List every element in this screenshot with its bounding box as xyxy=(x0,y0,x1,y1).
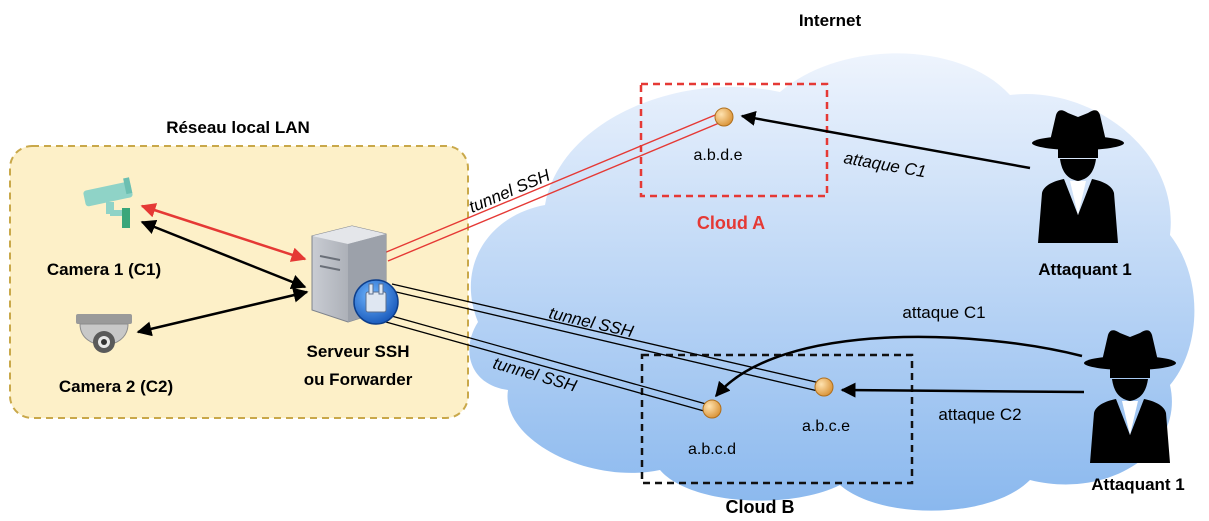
camera1-link-arrow xyxy=(140,220,307,289)
server-icon xyxy=(311,225,399,325)
endpoint-node-icon xyxy=(702,399,722,419)
cloud-b-box xyxy=(640,353,914,485)
cloud-a-box xyxy=(639,82,829,198)
node-abcd-label: a.b.c.d xyxy=(688,441,736,458)
node-abde xyxy=(714,107,734,127)
attack-c2-arrow xyxy=(840,382,1085,398)
node-abde-label: a.b.d.e xyxy=(694,147,743,164)
server-label-line1: Serveur SSH xyxy=(307,342,410,361)
node-abcd xyxy=(702,399,722,419)
node-abce-label: a.b.c.e xyxy=(802,418,850,435)
spy-icon xyxy=(1032,110,1124,243)
spy-icon xyxy=(1084,330,1176,463)
internet-label: Internet xyxy=(799,11,862,30)
tunnel-a-line xyxy=(383,112,725,262)
server-label-line2: ou Forwarder xyxy=(304,370,413,389)
lan-label: Réseau local LAN xyxy=(166,118,310,137)
camera1-label: Camera 1 (C1) xyxy=(47,260,161,279)
attack-c1-bottom-arrow xyxy=(715,335,1083,398)
dome-camera-icon xyxy=(76,314,132,353)
endpoint-node-icon xyxy=(814,377,834,397)
attack-c2-label: attaque C2 xyxy=(938,405,1021,424)
tunnel-b2-line xyxy=(385,314,707,412)
node-abce xyxy=(814,377,834,397)
security-camera-icon xyxy=(83,177,133,228)
attacker-top-label: Attaquant 1 xyxy=(1038,260,1132,279)
attacker-bottom-label: Attaquant 1 xyxy=(1091,475,1185,494)
cloud-b-label: Cloud B xyxy=(726,497,795,517)
tunnel-b1-line xyxy=(391,283,821,392)
attack-c1-bottom-label: attaque C1 xyxy=(902,303,985,322)
camera2-link-arrow xyxy=(136,287,309,337)
camera2-label: Camera 2 (C2) xyxy=(59,377,173,396)
attack-c1-top-arrow xyxy=(740,111,1031,170)
endpoint-node-icon xyxy=(714,107,734,127)
cloud-a-label: Cloud A xyxy=(697,213,765,233)
